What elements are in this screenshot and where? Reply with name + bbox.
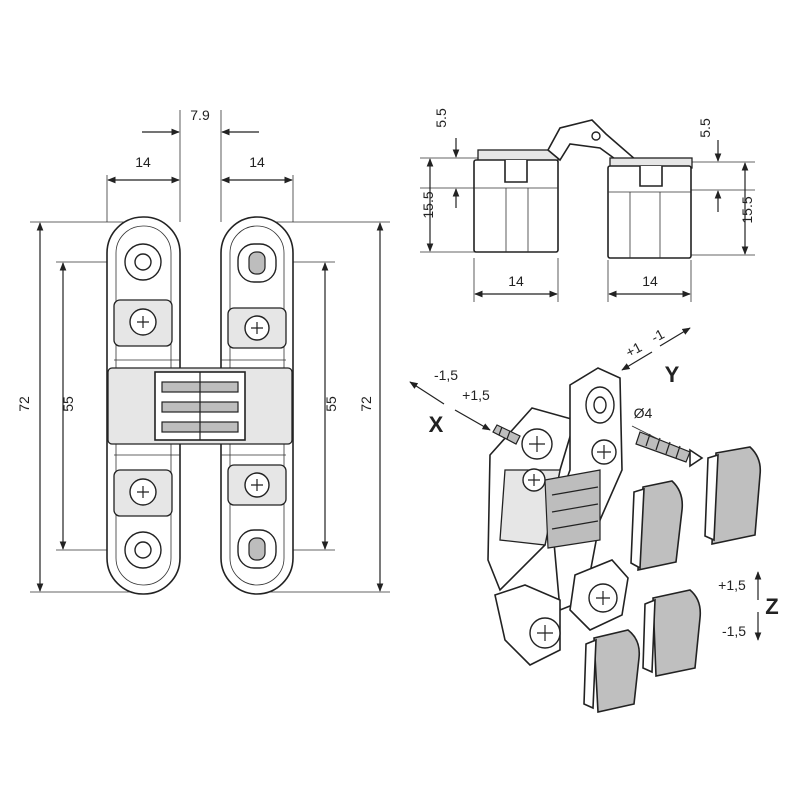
dim-side-top-offset-left: 5.5 bbox=[433, 108, 449, 128]
dim-left-height: 72 bbox=[16, 396, 32, 412]
dim-right-leaf-width: 14 bbox=[249, 154, 265, 170]
iso-hinge-body bbox=[487, 367, 629, 666]
axis-label-y: Y bbox=[665, 362, 680, 387]
wood-screw-left bbox=[492, 424, 521, 445]
adjustment-arrows bbox=[409, 327, 762, 641]
axis-label-z: Z bbox=[765, 594, 778, 619]
side-left-block bbox=[473, 149, 559, 253]
x-plus-value: +1,5 bbox=[462, 387, 490, 403]
dim-left-hole-spacing: 55 bbox=[60, 396, 76, 412]
z-minus-value: -1,5 bbox=[722, 623, 746, 639]
cover-cap-2 bbox=[637, 480, 684, 571]
dim-side-depth-left: 15.5 bbox=[420, 191, 436, 218]
wood-screw-right bbox=[635, 431, 704, 468]
dim-right-hole-spacing: 55 bbox=[323, 396, 339, 412]
front-dimension-lines bbox=[36, 128, 384, 592]
dim-gap-width: 7.9 bbox=[190, 107, 210, 123]
cover-caps bbox=[583, 446, 762, 713]
screw-diameter-label: Ø4 bbox=[634, 405, 653, 421]
x-minus-value: -1,5 bbox=[434, 367, 458, 383]
adjustment-view: X -1,5 +1,5 Y +1 -1 Z +1,5 -1,5 Ø4 bbox=[409, 326, 779, 713]
cover-cap-1 bbox=[711, 446, 762, 545]
hinge-linkage bbox=[107, 367, 293, 445]
y-minus-value: -1 bbox=[648, 326, 667, 346]
dim-right-height: 72 bbox=[358, 396, 374, 412]
z-plus-value: +1,5 bbox=[718, 577, 746, 593]
side-right-block bbox=[607, 157, 693, 259]
side-extension-lines bbox=[420, 157, 755, 302]
dim-side-depth-right: 15.5 bbox=[739, 196, 755, 223]
y-plus-value: +1 bbox=[623, 339, 645, 361]
side-dimension-lines bbox=[426, 138, 749, 298]
cover-cap-4 bbox=[593, 629, 641, 713]
axis-label-x: X bbox=[429, 412, 444, 437]
dim-side-width-right: 14 bbox=[642, 273, 658, 289]
dim-left-leaf-width: 14 bbox=[135, 154, 151, 170]
front-extension-lines bbox=[30, 110, 390, 593]
front-view: 7.9 14 14 72 72 55 55 bbox=[16, 107, 390, 595]
cover-cap-3 bbox=[652, 589, 702, 677]
dim-side-top-offset-right: 5.5 bbox=[697, 118, 713, 138]
dim-side-width-left: 14 bbox=[508, 273, 524, 289]
iso-screws bbox=[521, 386, 618, 649]
side-view: 5.5 15.5 5.5 15.5 14 14 bbox=[420, 108, 755, 302]
